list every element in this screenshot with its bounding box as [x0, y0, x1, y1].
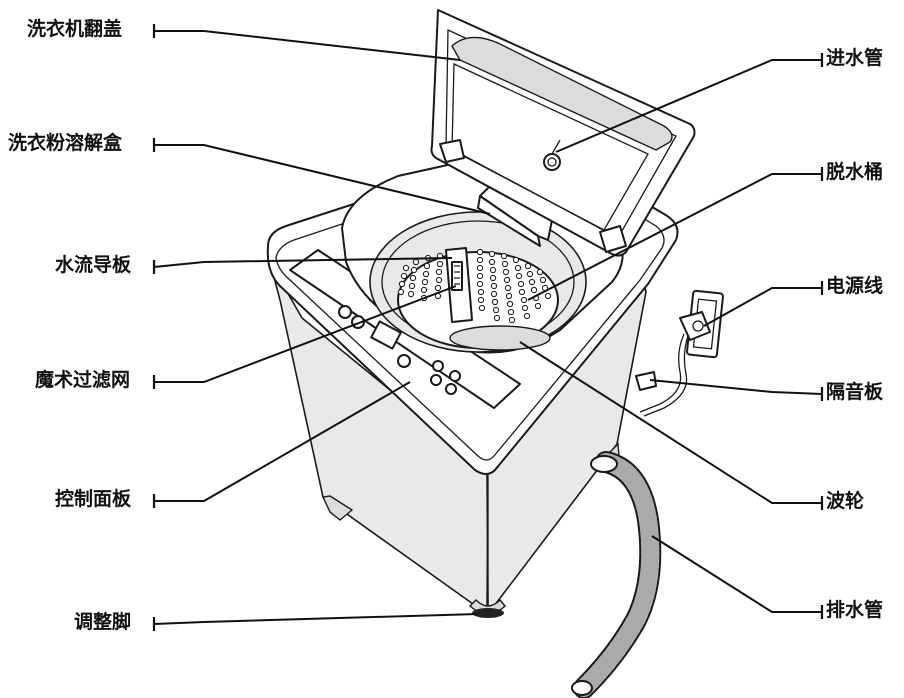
label-water-inlet: 进水管 [826, 46, 883, 69]
callout-water-inlet: 进水管 [555, 46, 883, 153]
pulsator [449, 325, 551, 351]
callout-magic-filter: 魔术过滤网 [35, 285, 457, 391]
label-drain-hose: 排水管 [826, 598, 883, 621]
callout-spin-tub: 脱水桶 [527, 160, 883, 301]
magic-filter [451, 261, 463, 291]
lid [430, 9, 696, 257]
sound-insulation-panel [635, 371, 657, 391]
tub-holes [397, 248, 552, 324]
water-inlet [543, 153, 561, 171]
callout-drain-hose: 排水管 [651, 535, 883, 621]
label-magic-filter: 魔术过滤网 [35, 368, 130, 391]
drain-hose [571, 451, 662, 698]
label-spin-tub: 脱水桶 [826, 160, 883, 183]
callout-pulsator: 波轮 [519, 341, 864, 512]
label-adjustable-foot: 调整脚 [74, 610, 131, 633]
callout-detergent-box: 洗衣粉溶解盒 [8, 131, 491, 215]
label-pulsator: 波轮 [826, 489, 864, 512]
callout-lid: 洗衣机翻盖 [27, 17, 461, 61]
label-control-panel: 控制面板 [55, 487, 132, 510]
power-cord [639, 289, 724, 417]
label-power-cord: 电源线 [826, 274, 883, 297]
callout-power-cord: 电源线 [703, 274, 883, 327]
callout-adjustable-foot: 调整脚 [74, 610, 479, 633]
label-detergent-box: 洗衣粉溶解盒 [8, 131, 123, 154]
label-lid: 洗衣机翻盖 [27, 17, 122, 40]
callout-water-guide: 水流导板 [55, 253, 453, 276]
washing-machine-illustration [266, 9, 724, 698]
callout-sound-panel: 隔音板 [649, 379, 884, 403]
label-sound-panel: 隔音板 [826, 380, 884, 403]
callout-control-panel: 控制面板 [55, 381, 411, 510]
label-water-guide: 水流导板 [55, 253, 132, 276]
